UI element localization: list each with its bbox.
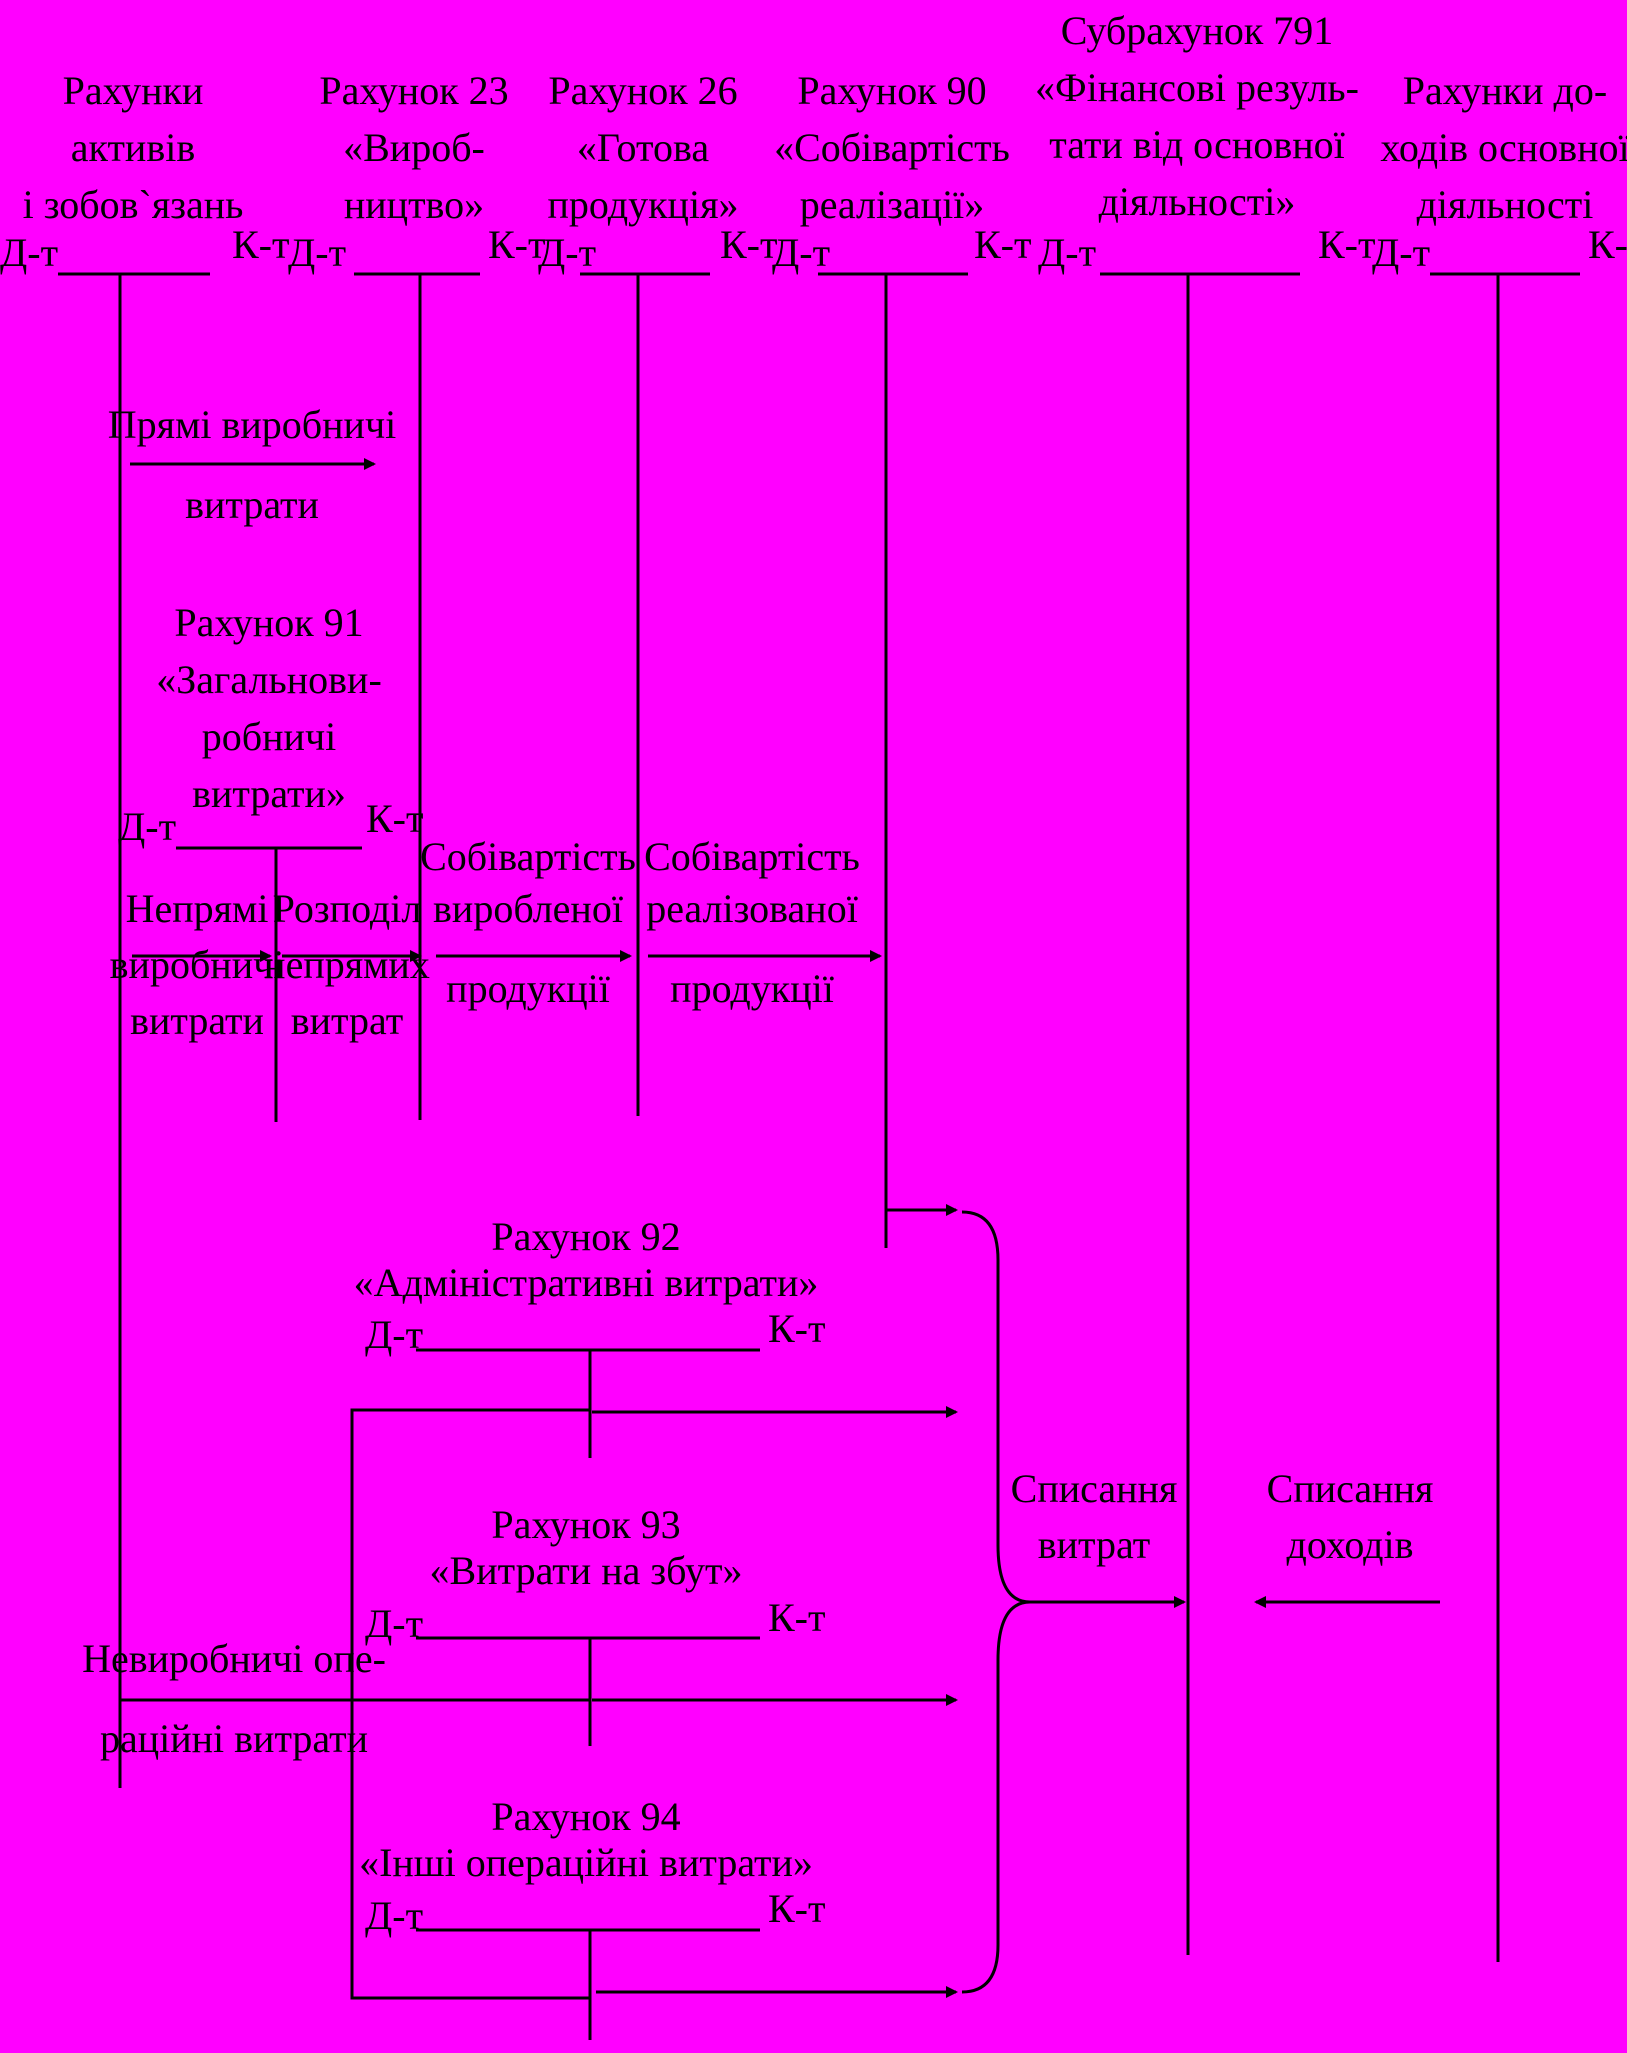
- label-cost-sold-line-2: продукції: [670, 966, 835, 1011]
- account-assets-title-line-1: активів: [71, 125, 195, 170]
- account-a791-title-line-3: діяльності»: [1099, 179, 1296, 224]
- label-cost-sold-line-1: реалізованої: [646, 886, 859, 931]
- account-a90-title-line-1: «Собівартість: [774, 125, 1010, 170]
- account-a26-debit-label: Д-т: [538, 230, 596, 275]
- label-direct-costs-line-1: витрати: [185, 482, 319, 527]
- account-a90-debit-label: Д-т: [772, 230, 830, 275]
- label-nonproduction-line-1: раційні витрати: [100, 1716, 368, 1761]
- account-income-title-line-1: ходів основної: [1380, 125, 1627, 170]
- account-a92-debit-label: Д-т: [365, 1312, 423, 1357]
- account-a26-credit-label: К-т: [720, 222, 777, 267]
- account-a91-debit-label: Д-т: [118, 804, 176, 849]
- label-write-off-income-line-1: доходів: [1286, 1522, 1413, 1567]
- account-a90-title-line-2: реалізації»: [800, 182, 985, 227]
- account-a91-credit-label: К-т: [366, 796, 423, 841]
- label-indirect-costs-line-2: витрати: [130, 998, 264, 1043]
- account-a791-credit-label: К-т: [1318, 222, 1375, 267]
- account-a91-title-line-1: «Загальнови-: [156, 657, 382, 702]
- account-a23-title-line-2: ництво»: [344, 182, 484, 227]
- account-a94-credit-label: К-т: [768, 1886, 825, 1931]
- account-a91-title-line-2: робничі: [202, 714, 336, 759]
- label-cost-produced-line-1: виробленої: [433, 886, 624, 931]
- label-nonproduction-line-0: Невиробничі опе-: [82, 1636, 386, 1681]
- label-cost-sold-line-0: Собівартість: [644, 834, 860, 879]
- account-a791-debit-label: Д-т: [1038, 230, 1096, 275]
- label-allocation-line-0: Розподіл: [273, 886, 422, 931]
- account-a26-title-line-2: продукція»: [548, 182, 739, 227]
- label-cost-produced-line-0: Собівартість: [420, 834, 636, 879]
- account-a93-debit-label: Д-т: [365, 1601, 423, 1646]
- line-nonproduction-bracket: [350, 1408, 590, 2000]
- account-a23-debit-label: Д-т: [288, 230, 346, 275]
- account-a94-debit-label: Д-т: [365, 1893, 423, 1938]
- account-a26-title-line-0: Рахунок 26: [548, 68, 737, 113]
- account-a94-title-line-0: Рахунок 94: [491, 1794, 680, 1839]
- account-a92-title-line-0: Рахунок 92: [491, 1214, 680, 1259]
- account-a93-title-line-1: «Витрати на збут»: [430, 1548, 743, 1593]
- label-write-off-expenses-line-0: Списання: [1011, 1466, 1178, 1511]
- account-assets-title-line-2: і зобов`язань: [23, 182, 244, 227]
- account-income-debit-label: Д-т: [1372, 230, 1430, 275]
- label-direct-costs-line-0: Прямі виробничі: [108, 402, 396, 447]
- label-allocation-line-1: непрямих: [264, 942, 430, 987]
- account-a23-title-line-0: Рахунок 23: [319, 68, 508, 113]
- account-a791-title-line-1: «Фінансові резуль-: [1035, 65, 1359, 110]
- account-a91-title-line-3: витрати»: [192, 771, 346, 816]
- account-a93-title-line-0: Рахунок 93: [491, 1502, 680, 1547]
- label-cost-produced-line-2: продукції: [446, 966, 611, 1011]
- lines-layer: [58, 272, 1580, 2040]
- label-allocation-line-2: витрат: [291, 998, 403, 1043]
- account-a26-title-line-1: «Готова: [577, 125, 709, 170]
- account-a94-title-line-1: «Інші операційні витрати»: [359, 1840, 813, 1885]
- account-a23-title-line-1: «Вироб-: [343, 125, 485, 170]
- account-income-title-line-2: діяльності: [1417, 182, 1594, 227]
- curly-brace: [961, 1210, 1031, 1994]
- label-write-off-income-line-0: Списання: [1267, 1466, 1434, 1511]
- account-assets-title-line-0: Рахунки: [63, 68, 204, 113]
- account-a23-credit-label: К-т: [488, 222, 545, 267]
- account-income-title-line-0: Рахунки до-: [1403, 68, 1607, 113]
- account-a93-credit-label: К-т: [768, 1595, 825, 1640]
- account-a92-credit-label: К-т: [768, 1306, 825, 1351]
- account-a91-title-line-0: Рахунок 91: [174, 600, 363, 645]
- account-a791-title-line-2: тати від основної: [1049, 122, 1345, 167]
- account-assets-debit-label: Д-т: [0, 230, 58, 275]
- account-income-credit-label: К-т: [1588, 222, 1627, 267]
- label-indirect-costs-line-1: виробничі: [110, 942, 285, 987]
- account-a90-title-line-0: Рахунок 90: [797, 68, 986, 113]
- account-a92-title-line-1: «Адміністративні витрати»: [354, 1260, 819, 1305]
- account-assets-credit-label: К-т: [232, 222, 289, 267]
- label-indirect-costs-line-0: Непрямі: [126, 886, 269, 931]
- account-a791-title-line-0: Субрахунок 791: [1061, 8, 1334, 53]
- account-a90-credit-label: К-т: [974, 222, 1031, 267]
- label-write-off-expenses-line-1: витрат: [1038, 1522, 1150, 1567]
